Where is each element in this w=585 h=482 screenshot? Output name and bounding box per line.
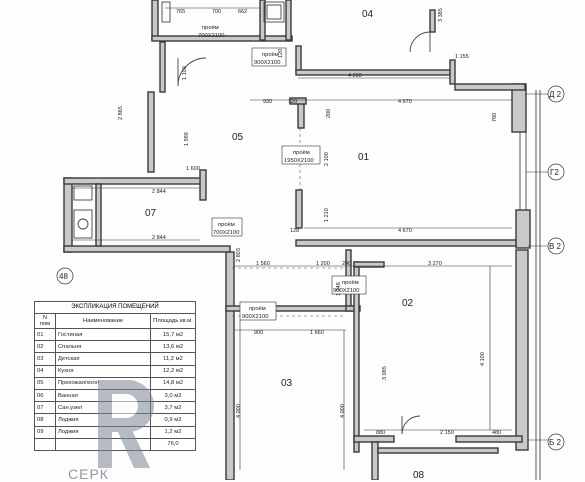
room-number-03: 03 <box>281 378 293 389</box>
dim-2844: 2 844 <box>152 189 166 195</box>
axis-label-d2: Д 2 <box>549 90 562 99</box>
row-number: 05 <box>34 376 56 390</box>
opening-label: проём <box>293 150 310 156</box>
dim-765: 765 <box>176 9 185 15</box>
row-area: 13,6 м2 <box>150 340 196 354</box>
room-number-05: 05 <box>232 132 244 143</box>
axis-markers: Д 2 Г2 В 2 Б 2 48 <box>56 85 565 451</box>
dim-1600: 1 600 <box>186 166 200 172</box>
opening-label: проём <box>249 306 266 312</box>
dim-2865: 2 865 <box>118 106 124 120</box>
row-number: 01 <box>34 327 56 342</box>
room-number-08: 08 <box>413 470 425 480</box>
row-number: 02 <box>34 340 56 354</box>
row-area: 15,7 м2 <box>150 327 196 342</box>
opening-labels: проём 700Х2100 проём 900Х2100 проём 1950… <box>198 25 367 321</box>
dim-1660: 1 660 <box>310 330 324 336</box>
fixtures <box>73 1 285 239</box>
opening-size: 700Х2100 <box>198 33 224 39</box>
dim-1989: 1 989 <box>184 132 190 146</box>
room-number-07: 07 <box>145 208 157 219</box>
dimension-lines <box>72 7 550 470</box>
doors <box>177 31 431 435</box>
dim-1200: 1 200 <box>316 261 330 267</box>
dim-240: 240 <box>342 261 351 267</box>
header-area: Площадь кв.м. <box>150 313 196 329</box>
table-row: 01 Гостиная 15,7 м2 <box>34 327 196 342</box>
opening-label: проём <box>218 222 235 228</box>
dim-2150: 2 150 <box>440 430 454 436</box>
dim-120: 120 <box>288 99 297 105</box>
room-numbers: 04 05 01 07 02 03 08 <box>145 9 425 480</box>
row-number: 08 <box>34 413 56 427</box>
dim-3270: 3 270 <box>428 261 442 267</box>
room-number-04: 04 <box>362 9 374 20</box>
opening-size: 700Х2100 <box>213 230 239 236</box>
dim-200: 200 <box>326 109 332 118</box>
dimension-numbers: 765 700 662 4 260 1 155 930 120 4 670 4 … <box>118 8 501 436</box>
table-header-row: N пом Наименование Площадь кв.м. <box>34 313 196 329</box>
dim-880: 880 <box>376 430 385 436</box>
watermark-text: СЕРК <box>68 466 109 482</box>
dim-4670: 4 670 <box>398 99 412 105</box>
row-number <box>34 437 56 451</box>
dim-3085: 3 085 <box>382 366 388 380</box>
dim-4670: 4 670 <box>398 228 412 234</box>
opening-label: проём <box>202 25 219 31</box>
table-row: 04 Кухня 12,2 м2 <box>34 364 196 378</box>
opening-label: проём <box>342 280 359 286</box>
dim-4100: 4 100 <box>480 352 486 366</box>
table-caption: ЭКСПЛИКАЦИЯ ПОМЕЩЕНИЙ <box>34 301 196 313</box>
dim-120: 120 <box>278 49 284 58</box>
watermark-logo-icon <box>98 380 154 468</box>
dim-1246: 1 246 <box>336 282 342 296</box>
dim-2803: 2 803 <box>236 248 242 262</box>
row-number: 03 <box>34 352 56 366</box>
windows <box>232 90 541 480</box>
row-name: Спальня <box>55 340 151 354</box>
dim-128: 128 <box>290 228 299 234</box>
dim-662: 662 <box>238 9 247 15</box>
dim-480: 480 <box>492 430 501 436</box>
row-number: 09 <box>34 425 56 439</box>
row-number: 07 <box>34 401 56 415</box>
dim-1560: 1 560 <box>256 261 270 267</box>
axis-label-v2: В 2 <box>549 242 562 251</box>
table-row: 03 Детская 11,2 м2 <box>34 352 196 366</box>
header-number: N пом <box>34 313 56 329</box>
axis-label-b2: Б 2 <box>549 438 561 447</box>
dim-2844: 2 844 <box>152 235 166 241</box>
total-area: 76,0 <box>150 437 196 451</box>
dim-3385: 3 385 <box>438 8 444 22</box>
opening-label: проём <box>262 52 279 58</box>
dim-4260: 4 260 <box>348 73 362 79</box>
axis-label-g2: Г2 <box>550 168 559 177</box>
opening-size: 1950Х2100 <box>284 158 314 164</box>
row-number: 06 <box>34 388 56 403</box>
dim-1210: 1 210 <box>324 208 330 222</box>
dim-1155: 1 155 <box>455 54 469 60</box>
dim-1100: 1 100 <box>182 66 188 80</box>
dim-780: 780 <box>492 113 498 122</box>
room-number-02: 02 <box>402 298 414 309</box>
opening-size: 900Х2100 <box>242 314 268 320</box>
row-name: Гостиная <box>55 327 151 342</box>
axis-label-48: 48 <box>59 272 68 281</box>
room-number-01: 01 <box>358 152 370 163</box>
dim-4000: 4 000 <box>340 404 346 418</box>
opening-size: 900Х2100 <box>254 60 280 66</box>
dim-900: 900 <box>254 330 263 336</box>
table-row: 02 Спальня 13,6 м2 <box>34 340 196 354</box>
opening-size: 900Х2100 <box>333 288 359 294</box>
walls <box>63 0 531 480</box>
dim-930: 930 <box>263 99 272 105</box>
dim-4000: 4 000 <box>236 404 242 418</box>
dim-700: 700 <box>212 9 221 15</box>
header-name: Наименование <box>55 313 151 329</box>
dim-2100: 2 100 <box>324 152 330 166</box>
row-number: 04 <box>34 364 56 378</box>
